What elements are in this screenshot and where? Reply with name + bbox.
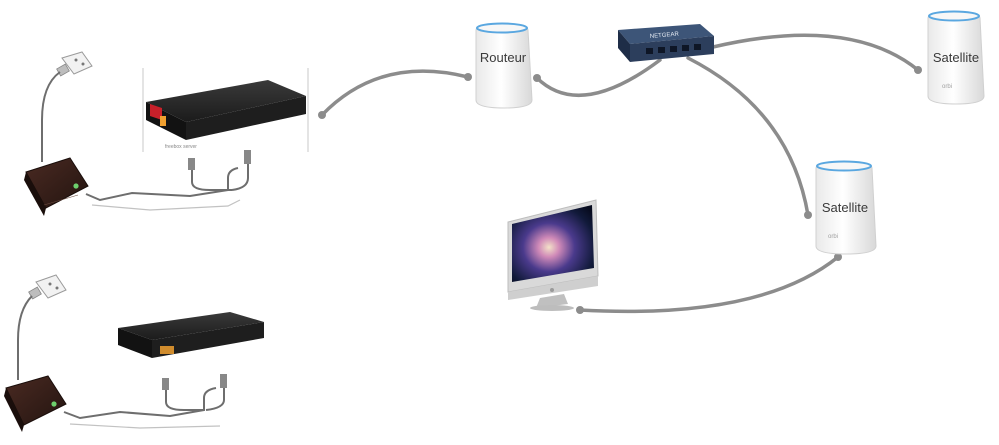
cable-end-router-out [533,74,541,82]
freebox-server-icon: freebox server [142,68,309,152]
cable-satellite-to-imac [578,255,840,314]
freebox-setup-top: freebox server [24,51,309,216]
cable-end-satellite-top [914,66,922,74]
cable-end-satellite-mid [804,211,812,219]
freebox-setup-bottom [4,274,264,432]
cable-end-freebox [318,111,326,119]
switch-ports [646,44,701,54]
switch-brand: NETGEAR [650,31,680,40]
freebox-player-icon [118,312,264,358]
satellite-mid-orbi-mark: orbi [828,234,838,240]
satellite-top-label: Satellite [933,50,979,65]
router-device: Routeur [475,22,533,109]
cable-end-imac [576,306,584,314]
cable-switch-to-satellite-top [711,33,920,72]
switch-device: NETGEAR [618,24,714,62]
cable-end-router-in [464,73,472,81]
cable-router-to-switch [535,58,662,97]
satellite-top-orbi-mark: orbi [942,84,952,90]
router-label: Routeur [480,50,527,65]
satellite-mid-device: Satellite orbi [815,160,877,255]
connection-cables [318,33,922,314]
cable-end-satellite-mid-out [834,253,842,261]
powerline-adapter-bottom-icon [4,375,67,432]
wall-plug-icon [56,51,93,77]
satellite-mid-label: Satellite [822,200,868,215]
powerline-adapter-icon [24,157,89,216]
cable-freebox-to-router [320,69,470,117]
cable-switch-to-satellite-mid [686,56,810,217]
imac-computer [507,199,599,311]
wall-plug-bottom-icon [28,274,67,300]
freebox-caption: freebox server [165,144,197,150]
satellite-top-device: Satellite orbi [927,10,985,105]
